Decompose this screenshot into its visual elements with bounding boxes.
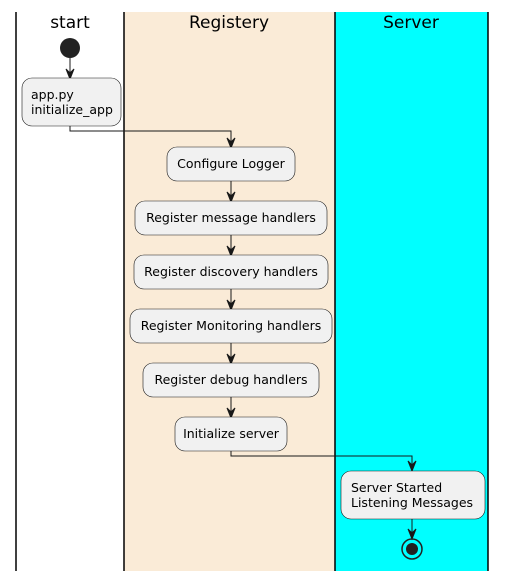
node-label: Register debug handlers <box>154 372 307 387</box>
arrowhead <box>226 137 236 150</box>
node-register-discovery-handlers: Register discovery handlers <box>133 254 329 290</box>
node-label: Register Monitoring handlers <box>141 318 322 333</box>
arrowhead <box>407 528 417 541</box>
arrowhead <box>407 460 417 473</box>
arrowhead <box>226 407 236 420</box>
arrowhead <box>65 68 75 81</box>
arrowhead <box>226 299 236 312</box>
lane-registery-background <box>124 12 335 571</box>
node-register-debug-handlers: Register debug handlers <box>142 362 320 398</box>
node-register-message-handlers: Register message handlers <box>134 200 328 236</box>
start-node <box>60 38 80 58</box>
node-server-started: Server Started Listening Messages <box>340 470 486 520</box>
node-label: Register message handlers <box>146 210 316 225</box>
arrowhead <box>226 191 236 204</box>
edge-initialize-to-server-started <box>230 451 413 470</box>
node-label: Server Started <box>351 480 442 495</box>
node-label: Initialize server <box>183 426 280 441</box>
node-configure-logger: Configure Logger <box>166 146 296 182</box>
lane-title-server: Server <box>383 13 439 33</box>
edge-app-to-configure-logger <box>69 126 232 147</box>
lane-title-start: start <box>50 13 90 33</box>
node-label: app.py <box>31 87 74 102</box>
node-label: Listening Messages <box>351 495 473 510</box>
node-label: Configure Logger <box>177 156 286 171</box>
arrowhead <box>226 245 236 258</box>
node-initialize-server: Initialize server <box>174 416 288 452</box>
node-label: Register discovery handlers <box>144 264 318 279</box>
node-label: initialize_app <box>31 102 113 117</box>
end-node <box>401 538 423 560</box>
arrowhead <box>226 353 236 366</box>
node-register-monitoring-handlers: Register Monitoring handlers <box>129 308 333 344</box>
lane-title-registery: Registery <box>189 13 269 33</box>
node-app-py: app.py initialize_app <box>21 77 122 127</box>
